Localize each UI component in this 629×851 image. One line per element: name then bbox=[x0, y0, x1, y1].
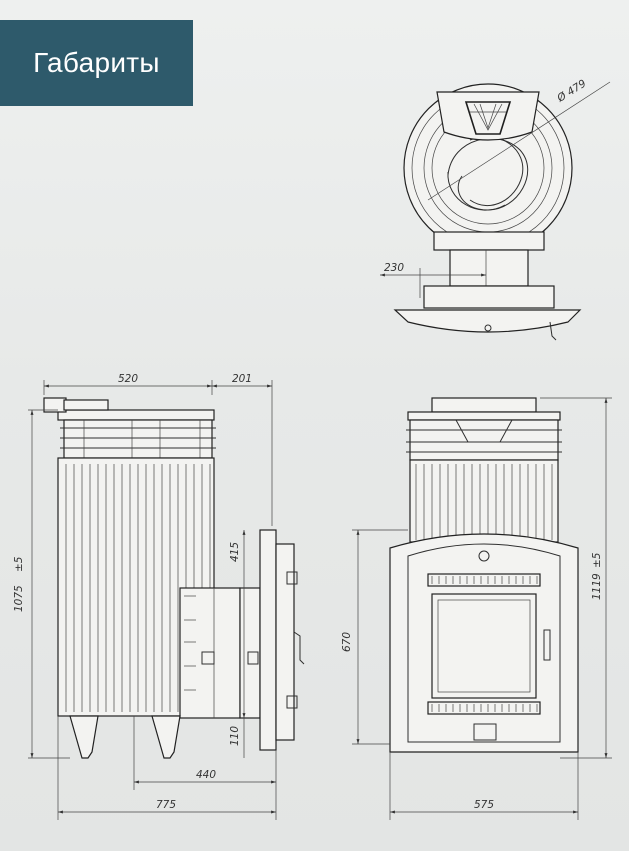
dim-side-protrusion: 201 bbox=[232, 373, 252, 385]
top-view: Ø 479 230 bbox=[380, 77, 611, 341]
dim-side-height-tol: ±5 bbox=[13, 556, 25, 572]
dim-side-tunnel-bottom: 110 bbox=[229, 726, 241, 746]
front-vent-top bbox=[427, 573, 541, 587]
front-stone-top bbox=[431, 397, 537, 413]
title-badge: Габариты bbox=[0, 20, 193, 106]
dim-front-height-tol: ±5 bbox=[591, 552, 603, 568]
front-vent-bottom bbox=[427, 701, 541, 715]
dim-top-diameter: Ø 479 bbox=[554, 77, 588, 105]
top-view-basket bbox=[436, 91, 540, 141]
dim-side-width: 520 bbox=[118, 373, 138, 385]
dim-top-offset: 230 bbox=[384, 262, 404, 274]
dim-front-height: 1119 bbox=[591, 573, 603, 600]
top-view-front-plate bbox=[393, 309, 582, 333]
dim-front-door-height: 670 bbox=[341, 632, 353, 652]
dim-side-tunnel-height: 415 bbox=[229, 542, 241, 562]
front-door-handle bbox=[543, 629, 551, 661]
side-lid bbox=[57, 409, 215, 421]
side-door-plate bbox=[259, 529, 277, 751]
front-glass-door bbox=[431, 593, 537, 699]
side-view: 520 201 1075 ±5 415 110 440 775 bbox=[13, 373, 305, 820]
front-view: 1119 ±5 670 575 bbox=[341, 397, 612, 820]
dim-side-tunnel-length: 440 bbox=[196, 769, 216, 781]
side-tunnel bbox=[179, 587, 241, 719]
dim-side-depth: 775 bbox=[156, 799, 176, 811]
side-stone-grid bbox=[63, 419, 213, 459]
dim-front-width: 575 bbox=[474, 799, 494, 811]
dim-side-height: 1075 bbox=[13, 585, 25, 612]
front-body-upper bbox=[409, 459, 559, 543]
side-leg-left bbox=[69, 715, 99, 759]
top-view-neck bbox=[433, 231, 545, 251]
side-leg-right bbox=[151, 715, 181, 759]
page-title: Габариты bbox=[33, 47, 160, 78]
front-stone-grid bbox=[409, 419, 559, 461]
